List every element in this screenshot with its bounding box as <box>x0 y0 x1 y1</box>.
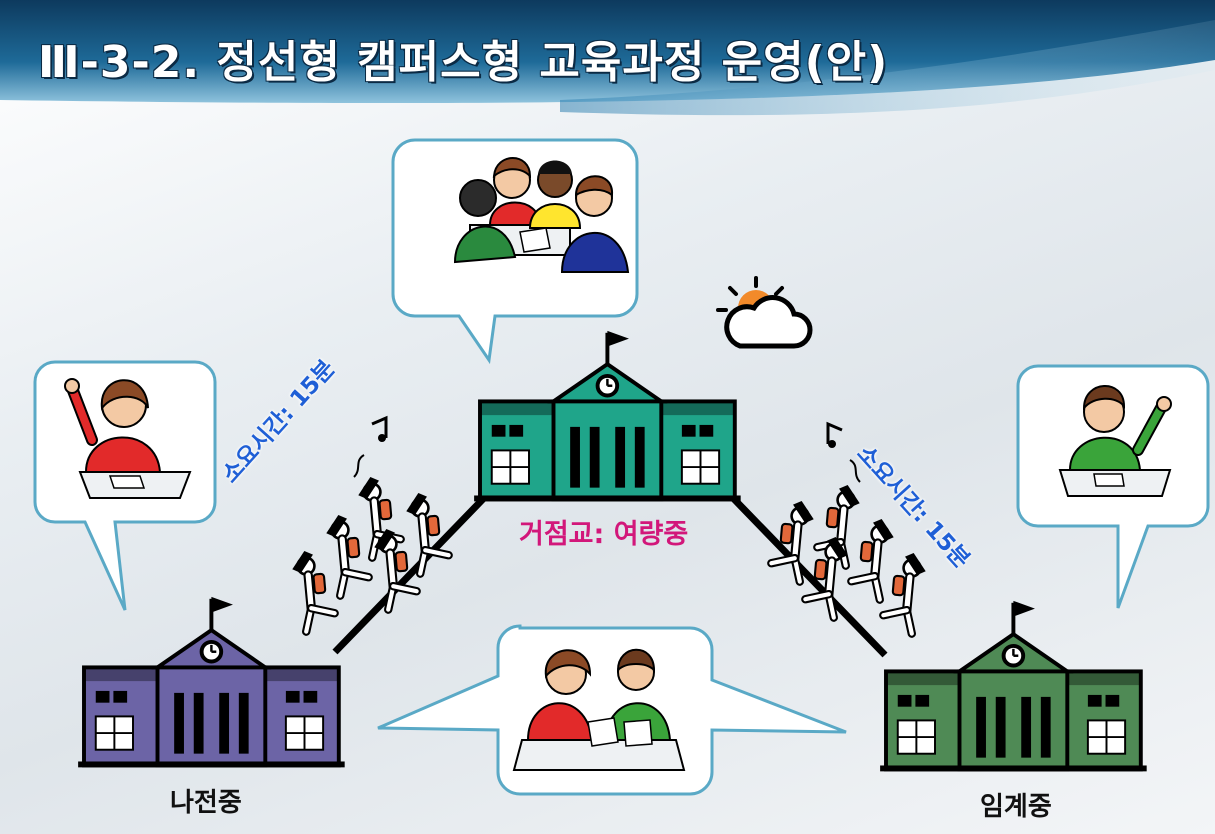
right-school-name: 임계중 <box>980 792 1052 822</box>
music-note-icon-right <box>826 421 861 483</box>
speech-bubble-bottom <box>377 624 847 796</box>
student-raising-hand-left <box>64 378 192 499</box>
student-raising-hand-right <box>1058 385 1172 497</box>
hub-school-label: 거점교: 여량중 <box>519 519 689 550</box>
road-right <box>730 495 888 658</box>
left-school-name: 나전중 <box>170 788 242 818</box>
school-building-icon-right <box>878 598 1149 774</box>
music-note-icon-left <box>353 415 388 478</box>
sun-cloud-icon <box>716 276 813 349</box>
page-title: Ⅲ-3-2. 정선형 캠퍼스형 교육과정 운영(안) <box>38 37 889 88</box>
road-left <box>332 495 487 655</box>
school-building-icon-hub <box>472 328 743 504</box>
title-banner <box>0 0 1215 116</box>
pair-working-illustration <box>512 648 686 771</box>
group-discussion-illustration <box>453 157 630 273</box>
walking-students-left <box>266 474 465 635</box>
